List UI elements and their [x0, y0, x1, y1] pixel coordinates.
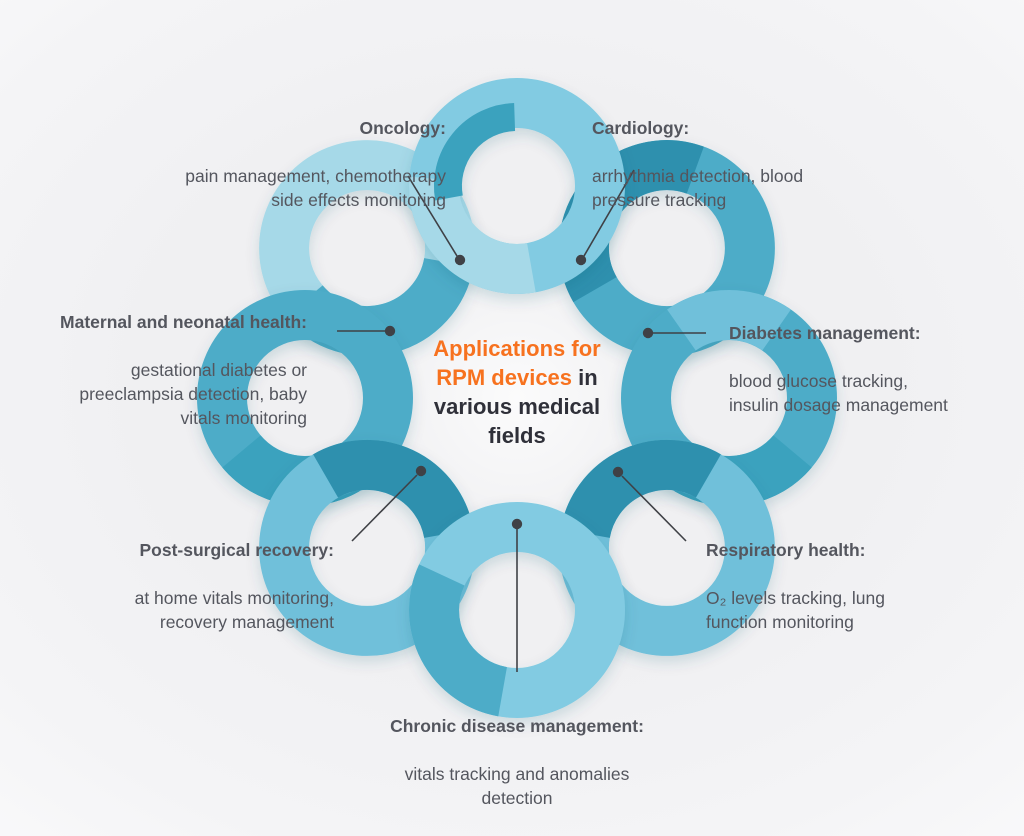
label-oncology-body: pain management, chemotherapy side effec… — [185, 166, 446, 210]
title-line4-dark: fields — [488, 423, 546, 448]
label-diabetes-body: blood glucose tracking, insulin dosage m… — [729, 371, 948, 415]
anchor-dot-cardiology — [575, 254, 587, 266]
title-line1-orange: Applications for — [433, 336, 601, 361]
label-oncology: Oncology: pain management, chemotherapy … — [185, 92, 446, 236]
label-postsurgical: Post-surgical recovery: at home vitals m… — [135, 514, 334, 658]
ring-postsurgical-tone-0 — [313, 439, 474, 539]
ring-chronic-tone-0 — [409, 564, 508, 717]
ring-respiratory-tone-0 — [560, 439, 721, 539]
label-respiratory-heading: Respiratory health: — [706, 540, 866, 560]
leader-line-cardiology — [583, 169, 635, 257]
leader-line-respiratory — [621, 475, 687, 542]
label-oncology-heading: Oncology: — [359, 118, 446, 138]
anchor-dot-diabetes — [642, 327, 654, 339]
label-cardiology-heading: Cardiology: — [592, 118, 690, 138]
label-maternal-body: gestational diabetes or preeclampsia det… — [79, 360, 307, 428]
anchor-dot-respiratory — [612, 466, 624, 478]
label-diabetes-heading: Diabetes management: — [729, 323, 921, 343]
anchor-dot-chronic — [511, 518, 523, 530]
label-respiratory-body: O₂ levels tracking, lung function monito… — [706, 588, 885, 632]
title-line2-orange: RPM devices — [436, 365, 573, 390]
label-chronic: Chronic disease management: vitals track… — [267, 690, 767, 834]
title-line3-dark: various medical — [433, 394, 601, 419]
label-cardiology: Cardiology: arrhythmia detection, blood … — [592, 92, 803, 236]
center-title: Applications for RPM devices in various … — [367, 334, 667, 450]
leader-line-postsurgical — [351, 474, 418, 542]
ring-oncology — [409, 78, 625, 294]
label-respiratory: Respiratory health: O₂ levels tracking, … — [706, 514, 885, 658]
anchor-dot-oncology — [454, 254, 466, 266]
anchor-dot-postsurgical — [415, 465, 427, 477]
label-maternal: Maternal and neonatal health: gestationa… — [60, 286, 307, 454]
ring-diabetes-tone-0 — [667, 290, 791, 352]
anchor-dot-maternal — [384, 325, 396, 337]
leader-line-oncology — [407, 175, 458, 257]
label-chronic-heading: Chronic disease management: — [390, 716, 644, 736]
label-diabetes: Diabetes management: blood glucose track… — [729, 297, 948, 441]
ring-oncology-tone-1 — [433, 103, 516, 201]
label-postsurgical-body: at home vitals monitoring, recovery mana… — [134, 588, 334, 632]
label-chronic-body: vitals tracking and anomalies detection — [404, 764, 630, 808]
label-maternal-heading: Maternal and neonatal health: — [60, 312, 307, 332]
label-cardiology-body: arrhythmia detection, blood pressure tra… — [592, 166, 804, 210]
title-line2-dark: in — [572, 365, 598, 390]
label-postsurgical-heading: Post-surgical recovery: — [139, 540, 334, 560]
